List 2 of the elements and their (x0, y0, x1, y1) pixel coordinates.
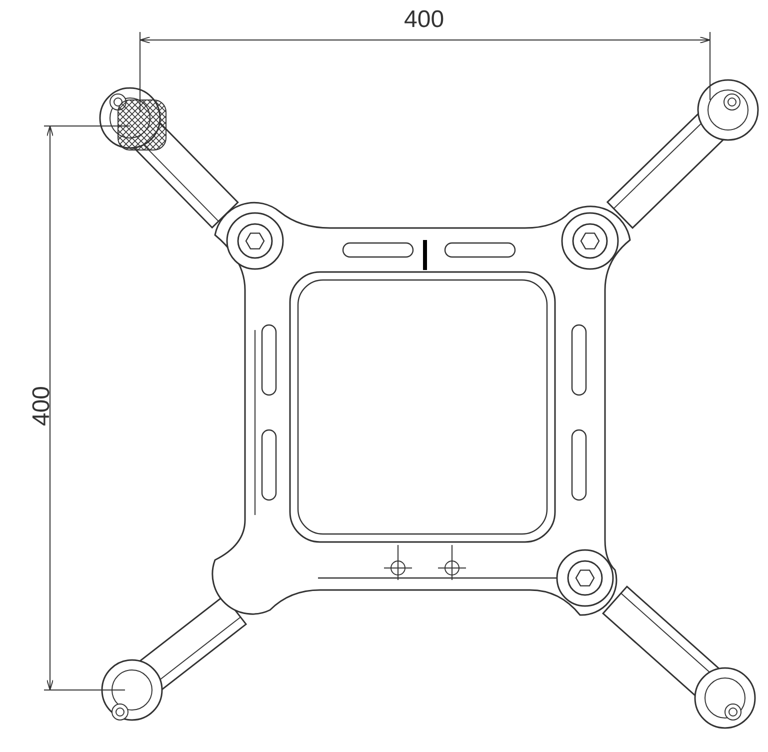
dimension-label: 400 (30, 384, 54, 428)
dimension-label: 400 (404, 8, 444, 32)
